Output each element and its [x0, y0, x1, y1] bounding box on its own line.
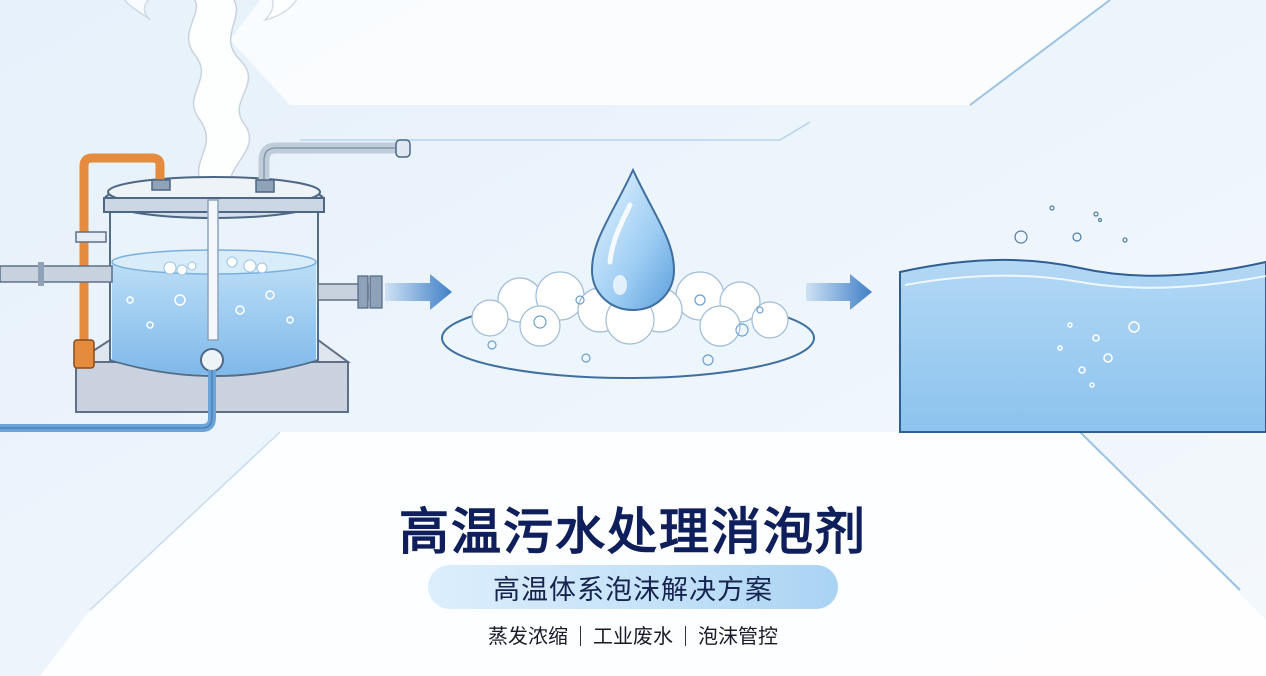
tag-item: 蒸发浓缩	[488, 624, 568, 648]
clear-water-icon	[899, 205, 1266, 433]
tag-separator	[580, 626, 581, 646]
subtitle-badge: 高温体系泡沫解决方案	[428, 565, 838, 609]
steam-icon	[123, 0, 298, 191]
subtitle-text: 高温体系泡沫解决方案	[493, 574, 773, 606]
tag-separator	[685, 626, 686, 646]
water-drop-icon	[590, 167, 676, 312]
tank-icon	[0, 139, 411, 432]
tag-item: 泡沫管控	[698, 624, 778, 648]
background-panel-top	[230, 0, 1110, 105]
tag-item: 工业废水	[593, 624, 673, 648]
page-title: 高温污水处理消泡剂	[399, 503, 867, 561]
background-panel-bottom	[40, 432, 1266, 676]
arrow-right-icon	[385, 274, 452, 310]
tag-list: 蒸发浓缩 工业废水 泡沫管控	[0, 620, 1266, 649]
arrow-right-icon-2	[806, 274, 872, 310]
